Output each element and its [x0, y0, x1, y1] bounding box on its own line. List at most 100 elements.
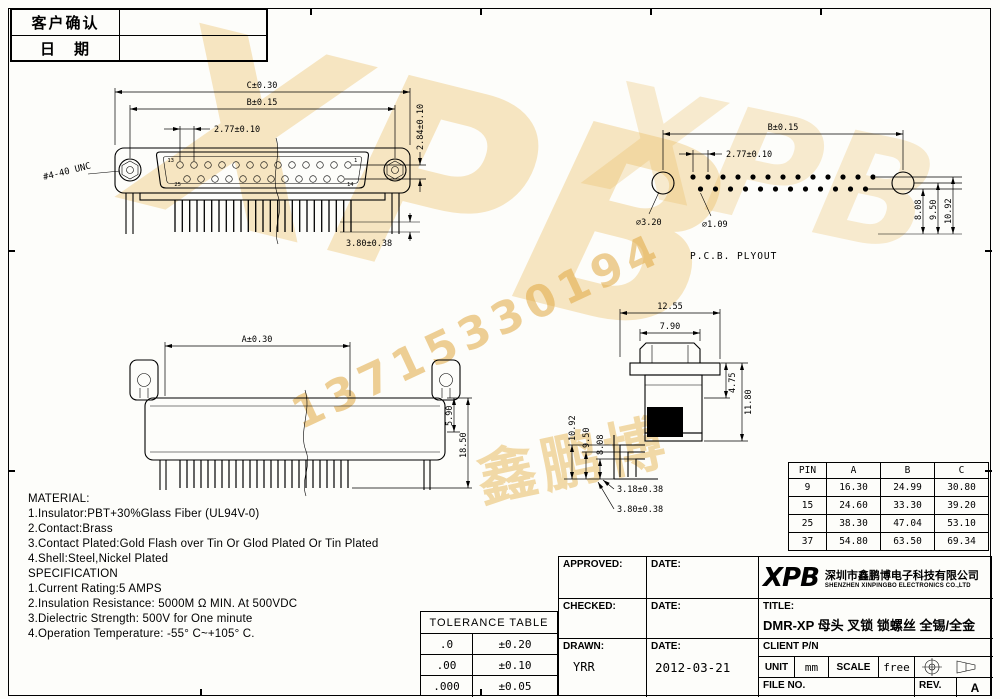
dim-body-height-label: 11.80: [744, 389, 754, 415]
client-pn-cell: CLIENT P/N: [759, 639, 993, 657]
pin-table-row: 25 38.30 47.04 53.10: [788, 514, 989, 533]
frame-tick: [650, 8, 652, 15]
unit-label-cell: UNIT: [759, 657, 795, 678]
pin-table-header: A: [826, 462, 881, 479]
customer-confirm-label: 客户确认: [12, 10, 120, 35]
pin-table-cell: 37: [788, 532, 827, 551]
pin-table-cell: 39.20: [934, 496, 989, 515]
mounting-hole: [891, 171, 915, 195]
pcb-layout-drawing: B±0.15 2.77±0.10 ∅3.20 ∅1.09 8.08 9.50 1…: [636, 123, 962, 262]
break-line: [303, 389, 308, 497]
specification-title: SPECIFICATION: [28, 568, 118, 580]
company-name-en: SHENZHEN XINPINGBO ELECTRONICS CO.,LTD: [824, 582, 971, 589]
date-label: 日 期: [12, 36, 120, 60]
company-name-cn: 深圳市鑫鹏博电子科技有限公司: [824, 569, 979, 582]
rev-label: REV.: [919, 680, 942, 691]
dim-pitch-label: 2.77±0.10: [214, 125, 260, 135]
customer-confirm-value-cell: [120, 10, 266, 35]
scale-value: free: [883, 660, 910, 674]
drawn-cell: DRAWN: YRR: [559, 639, 647, 697]
tolerance-precision: .000: [421, 676, 473, 697]
dim-l1-label: 10.92: [568, 415, 578, 441]
rubber-insert: [647, 407, 683, 437]
unit-value: mm: [804, 660, 819, 674]
frame-tick: [8, 470, 15, 472]
date-label: DATE:: [651, 559, 681, 570]
specification-line: 2.Insulation Resistance: 5000M Ω MIN. At…: [28, 598, 298, 610]
date-label: DATE:: [651, 601, 681, 612]
pin-number-label: 1: [354, 158, 357, 164]
pin-table-cell: 24.99: [880, 478, 935, 497]
tolerance-row: .00 ±0.10: [421, 655, 557, 676]
file-no-cell: FILE NO.: [759, 678, 915, 697]
profile-view-dimensions: 12.55 7.90 4.75 11.80 10.92 9.50 8.08 3.…: [564, 302, 754, 515]
mounting-hole: [651, 171, 675, 195]
dim-pitch-label: 2.77±0.10: [726, 150, 772, 160]
connector-body: [129, 359, 461, 461]
checked-label: CHECKED:: [563, 601, 616, 612]
frame-tick: [480, 8, 482, 15]
pin-table-cell: 54.80: [826, 532, 881, 551]
pin-table-cell: 15: [788, 496, 827, 515]
pin-table-row: 15 24.60 33.30 39.20: [788, 496, 989, 515]
tolerance-row: .0 ±0.20: [421, 634, 557, 655]
dim-c-label: C±0.30: [247, 81, 278, 91]
scale-label: SCALE: [836, 661, 871, 673]
pin-table-row: 37 54.80 63.50 69.34: [788, 532, 989, 551]
approved-date-cell: DATE:: [647, 557, 759, 599]
approved-label: APPROVED:: [563, 559, 623, 570]
solder-pins: [125, 192, 400, 234]
customer-confirm-table: 客户确认 日 期: [10, 8, 268, 62]
pin-table-cell: 24.60: [826, 496, 881, 515]
pin-table-header: B: [880, 462, 935, 479]
dim-b-label: B±0.15: [768, 123, 799, 133]
date-label: DATE:: [651, 641, 681, 652]
front-view-dimensions: C±0.30 B±0.15 2.77±0.10 2.84±0.10 #4-40 …: [42, 81, 426, 249]
pcb-view-title: P.C.B. PLYOUT: [690, 251, 777, 262]
pin-table-cell: 47.04: [880, 514, 935, 533]
connector-flange: [114, 147, 411, 194]
contact-holes-top-row: [176, 161, 352, 169]
pin-dimension-table: PIN A B C 9 16.30 24.99 30.80 15 24.60 3…: [788, 462, 989, 551]
tolerance-table-title: TOLERANCE TABLE: [421, 612, 557, 634]
frame-tick: [8, 250, 15, 252]
pin-table-cell: 63.50: [880, 532, 935, 551]
pin-table-cell: 30.80: [934, 478, 989, 497]
dim-l2-label: 9.50: [582, 428, 592, 448]
tolerance-precision: .00: [421, 655, 473, 675]
pad-holes-bottom-row: [697, 186, 869, 192]
drawing-title: DMR-XP 母头 叉锁 锁螺丝 全锡/全金: [763, 618, 976, 633]
unit-value-cell: mm: [795, 657, 829, 678]
scale-label-cell: SCALE: [829, 657, 879, 678]
contact-holes-bottom-row: [183, 175, 345, 183]
frame-tick: [820, 8, 822, 15]
pin-number-label: 14: [347, 182, 354, 188]
dim-pin2-label: 3.80±0.38: [617, 505, 663, 515]
tolerance-precision: .0: [421, 634, 473, 654]
tolerance-value: ±0.10: [498, 658, 532, 672]
material-title: MATERIAL:: [28, 493, 90, 505]
drawn-label: DRAWN:: [563, 641, 605, 652]
projection-symbol-cell: [915, 657, 993, 678]
tolerance-value: ±0.20: [498, 637, 532, 651]
pin-table-cell: 53.10: [934, 514, 989, 533]
rev-value-cell: A: [957, 678, 993, 697]
title-cell: TITLE: DMR-XP 母头 叉锁 锁螺丝 全锡/全金: [759, 599, 993, 639]
customer-confirm-row: 客户确认: [12, 10, 266, 35]
date-value-cell: [120, 36, 266, 60]
frame-tick: [985, 470, 992, 472]
dim-outer-width-label: 12.55: [657, 302, 683, 312]
connector-profile: [613, 342, 721, 480]
dim-r3-label: 10.92: [944, 198, 954, 224]
dim-l3-label: 8.08: [596, 435, 606, 455]
dim-body-width-label: 7.90: [660, 322, 680, 332]
thread-spec-label: #4-40 UNC: [42, 161, 92, 183]
rev-label-cell: REV.: [915, 678, 957, 697]
material-line: 4.Shell:Steel,Nickel Plated: [28, 553, 169, 565]
frame-tick: [985, 250, 992, 252]
pad-holes-top-row: [690, 174, 876, 180]
company-cell: XPB 深圳市鑫鹏博电子科技有限公司 SHENZHEN XINPINGBO EL…: [759, 557, 993, 599]
material-line: 1.Insulator:PBT+30%Glass Fiber (UL94V-0): [28, 508, 260, 520]
tolerance-row: .000 ±0.05: [421, 676, 557, 697]
